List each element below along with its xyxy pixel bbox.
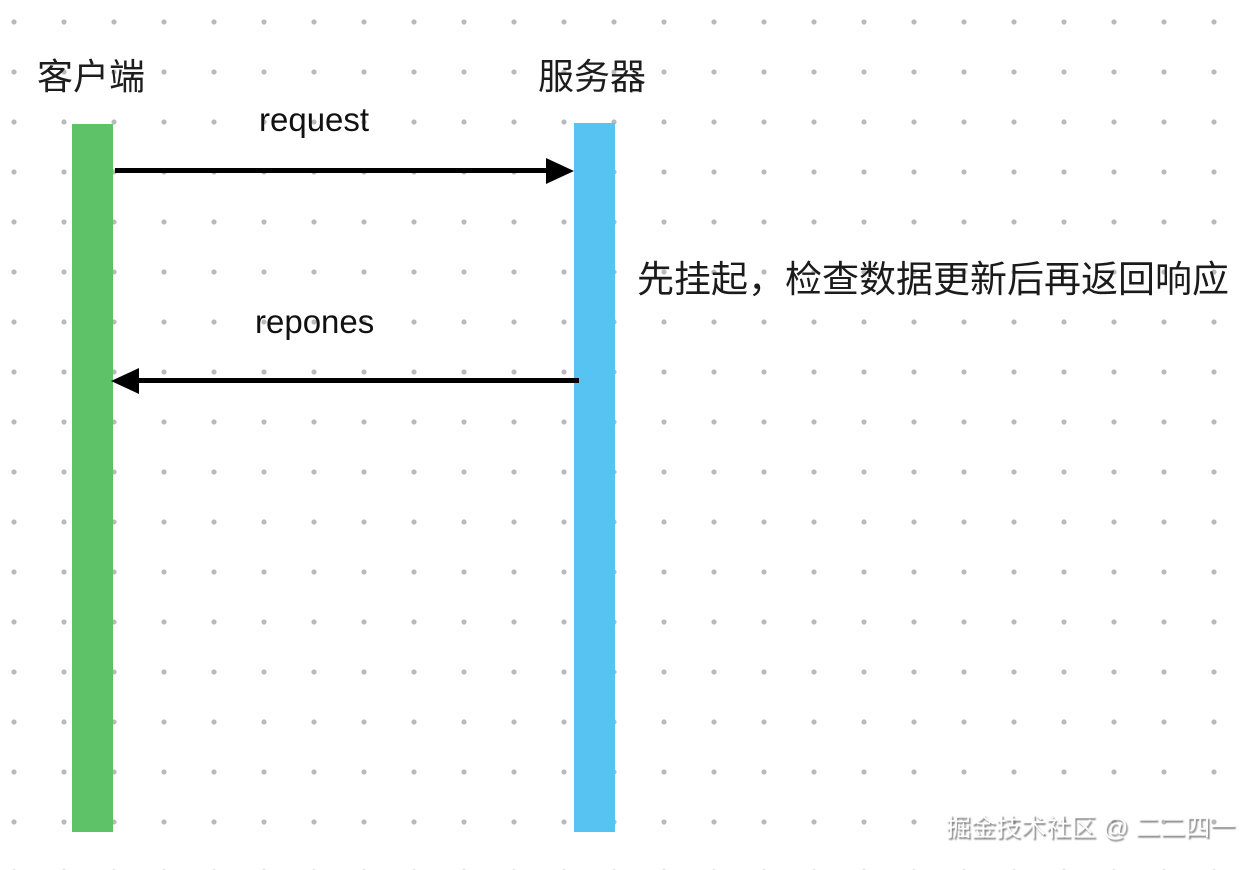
server-behavior-annotation: 先挂起，检查数据更新后再返回响应	[637, 259, 1229, 300]
server-lifeline-bar	[574, 123, 615, 832]
server-lifeline-title: 服务器	[538, 56, 647, 97]
client-lifeline-bar	[72, 124, 113, 832]
response-arrowhead-icon	[111, 368, 139, 394]
response-arrow-line	[139, 378, 579, 383]
request-arrow-line	[115, 168, 548, 173]
watermark-text: 掘金技术社区 @ 二二四一	[946, 814, 1236, 842]
response-message-label: repones	[255, 303, 375, 340]
request-message-label: request	[259, 101, 370, 138]
client-lifeline-title: 客户端	[37, 56, 146, 97]
request-arrowhead-icon	[546, 158, 574, 184]
